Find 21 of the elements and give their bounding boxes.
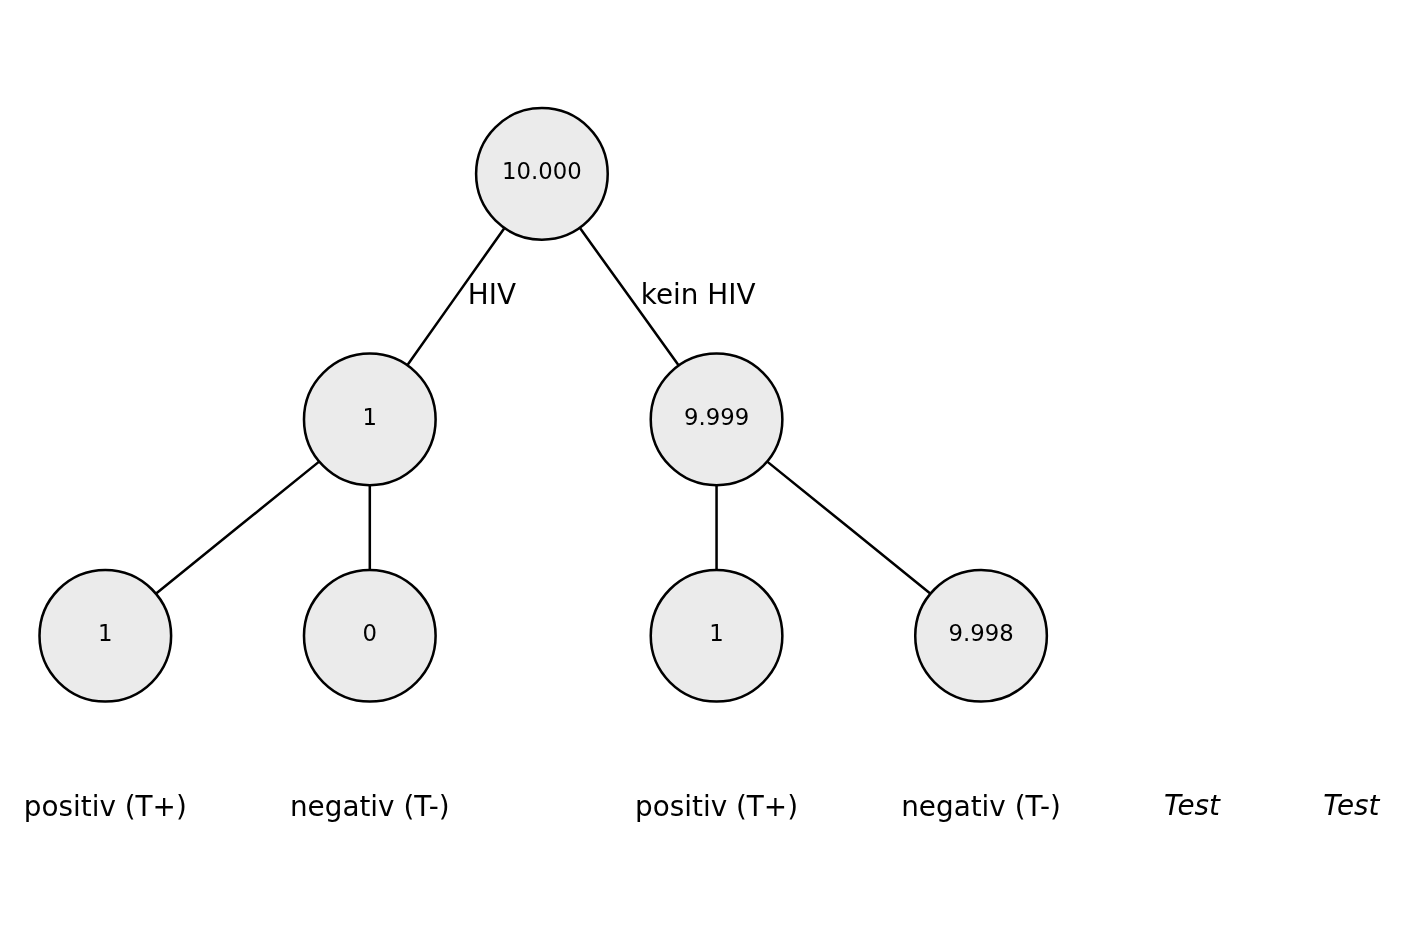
node-circle: 9.999 [649, 352, 784, 487]
node-label: negativ (T-) [901, 790, 1061, 824]
connector [406, 227, 506, 366]
node-circle: 1 [302, 352, 437, 487]
label: Test [1323, 788, 1380, 822]
edge-label: kein HIV [640, 277, 756, 311]
node-circle: 1 [38, 568, 173, 703]
node-circle: 1 [649, 568, 784, 703]
connector [155, 460, 320, 595]
node-label: negativ (T-) [289, 790, 450, 824]
connector [715, 485, 718, 570]
connector [578, 227, 680, 367]
node-circle: 9.998 [913, 568, 1049, 703]
node-label: positiv (T+) [635, 790, 799, 824]
label: Test [1163, 788, 1221, 822]
node-circle: 10.000 [474, 106, 609, 241]
node-label: positiv (T+) [23, 790, 187, 824]
node-circle: 0 [302, 568, 437, 703]
connector [766, 460, 931, 595]
connector [368, 485, 372, 570]
edge-label: HIV [467, 277, 517, 311]
